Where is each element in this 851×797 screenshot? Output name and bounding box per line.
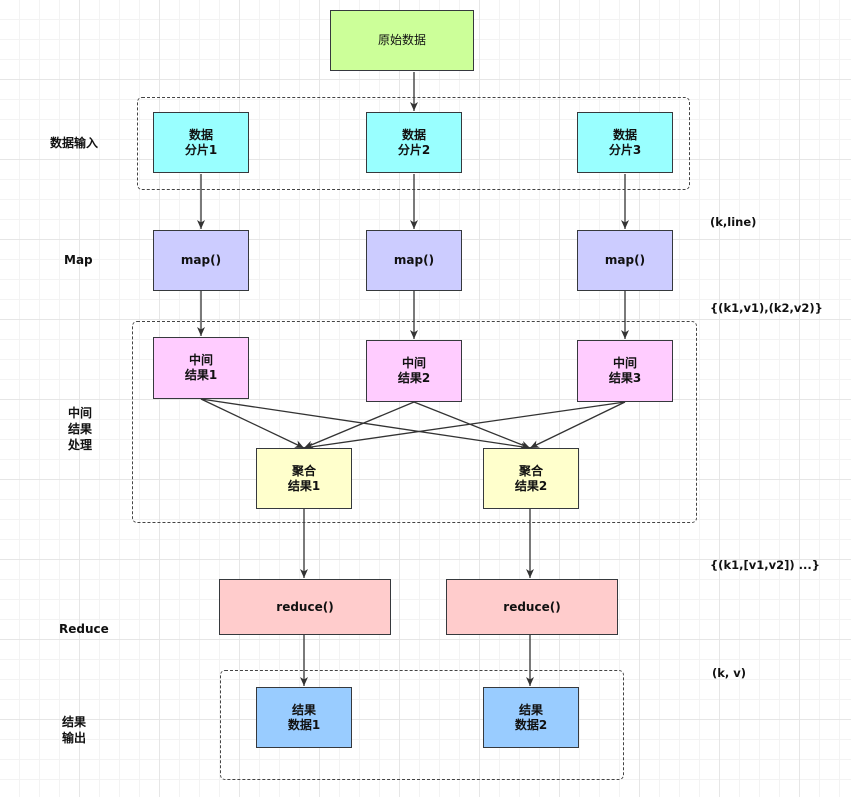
annotation-kv-pairs: {(k1,v1),(k2,v2)}	[710, 301, 823, 315]
intermediate1-node[interactable]: 中间 结果1	[153, 337, 249, 399]
stage-label-reduce: Reduce	[59, 622, 109, 636]
source-data-node[interactable]: 原始数据	[330, 10, 474, 71]
stage-label-input: 数据输入	[50, 136, 99, 150]
split1-node[interactable]: 数据 分片1	[153, 112, 249, 173]
aggregate1-node[interactable]: 聚合 结果1	[256, 448, 352, 509]
stage-label-output: 结果 输出	[62, 715, 87, 745]
intermediate2-node[interactable]: 中间 结果2	[366, 340, 462, 402]
arrow-inter1-agg2	[200, 398, 531, 451]
arrow-inter1-agg1	[200, 398, 305, 449]
split2-node[interactable]: 数据 分片2	[366, 112, 462, 173]
annotation-k-line: (k,line)	[710, 215, 757, 229]
intermediate3-node[interactable]: 中间 结果3	[577, 340, 673, 402]
arrow-inter3-agg2	[529, 401, 626, 449]
annotation-k-v: (k, v)	[712, 666, 747, 680]
reduce2-node[interactable]: reduce()	[446, 579, 618, 635]
intermediate-group	[132, 321, 697, 523]
split3-node[interactable]: 数据 分片3	[577, 112, 673, 173]
map1-node[interactable]: map()	[153, 230, 249, 291]
arrow-inter2-agg2	[413, 401, 531, 449]
output1-node[interactable]: 结果 数据1	[256, 687, 352, 748]
stage-label-intermediate: 中间 结果 处理	[68, 406, 93, 452]
output2-node[interactable]: 结果 数据2	[483, 687, 579, 748]
output-group	[220, 670, 624, 780]
stage-label-map: Map	[64, 253, 93, 267]
arrow-inter3-agg1	[303, 401, 626, 451]
annotation-grouped-values: {(k1,[v1,v2]) ...}	[710, 558, 820, 572]
reduce1-node[interactable]: reduce()	[219, 579, 391, 635]
map2-node[interactable]: map()	[366, 230, 462, 291]
map3-node[interactable]: map()	[577, 230, 673, 291]
arrow-inter2-agg1	[303, 401, 415, 449]
input-group	[137, 97, 690, 190]
aggregate2-node[interactable]: 聚合 结果2	[483, 448, 579, 509]
